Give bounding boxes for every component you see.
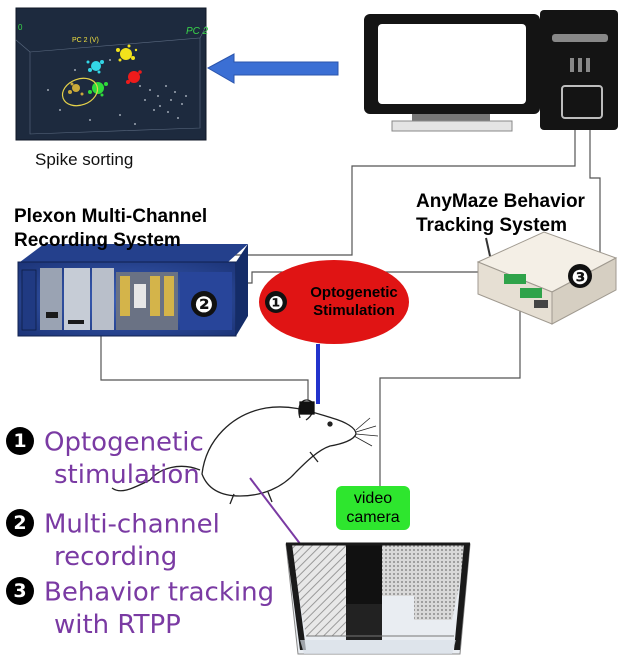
svg-text:0: 0 xyxy=(18,23,23,32)
rtpp-maze xyxy=(285,542,471,655)
optogenetic-label-line-1: Optogenetic xyxy=(310,284,398,301)
legend-number-badge: 3 xyxy=(6,576,34,605)
legend-text-line-2: recording xyxy=(54,541,178,572)
legend-text-line-2: with RTPP xyxy=(54,609,181,640)
legend-text-line-1: Behavior tracking xyxy=(44,577,275,608)
spike-cluster-noise xyxy=(47,59,187,125)
anymaze-title: AnyMaze Behavior Tracking System xyxy=(416,190,585,238)
optogenetic-stimulator xyxy=(259,260,409,404)
optogenetic-label-line-2: Stimulation xyxy=(313,302,395,319)
plexon-title-line-2: Recording System xyxy=(14,230,181,251)
badge-1-optogenetic: ❶ xyxy=(268,293,283,314)
spike-cluster-cyan xyxy=(86,60,104,74)
plexon-rack: ❷ xyxy=(17,244,248,337)
spike-sorting-plot: 0 PC 2 (V) PC 2 xyxy=(15,7,209,141)
legend-item-tracking: 3 Behavior tracking with RTPP xyxy=(6,576,274,641)
legend-item-recording: 2 Multi-channel recording xyxy=(6,508,220,573)
pc-axis-label-b: PC 2 xyxy=(186,26,209,37)
legend-text-line-1: Optogenetic xyxy=(44,427,204,458)
badge-3-anymaze: ❸ xyxy=(572,265,589,289)
plexon-title-line-1: Plexon Multi-Channel xyxy=(14,206,208,227)
video-camera-line-2: camera xyxy=(346,509,400,526)
anymaze-box: ❸ xyxy=(476,231,618,325)
spike-sorting-caption: Spike sorting xyxy=(35,150,134,169)
optogenetic-stimulation-label: Optogenetic Stimulation xyxy=(280,284,428,320)
plexon-title: Plexon Multi-Channel Recording System xyxy=(14,205,207,253)
optogenetic-badge: ❶ xyxy=(265,291,287,314)
anymaze-title-line-2: Tracking System xyxy=(416,215,568,236)
spike-cluster-olive xyxy=(68,82,84,96)
mouse-icon xyxy=(111,399,379,505)
legend-number-badge: 2 xyxy=(6,508,34,537)
badge-2-plexon: ❷ xyxy=(195,293,214,318)
arrow-left-icon xyxy=(206,53,339,84)
legend-text-line-2: stimulation xyxy=(54,459,200,490)
anymaze-title-line-1: AnyMaze Behavior xyxy=(416,191,585,212)
pc-axis-label-a: PC 2 (V) xyxy=(72,37,99,44)
legend-item-optogenetic: 1 Optogenetic stimulation xyxy=(6,426,204,491)
computer-icon xyxy=(364,10,618,132)
spike-cluster-red xyxy=(126,70,142,84)
video-camera-box: video camera xyxy=(336,486,410,530)
video-camera-line-1: video xyxy=(353,490,393,507)
spike-cluster-yellow xyxy=(116,44,138,62)
legend-text-line-1: Multi-channel xyxy=(44,509,220,540)
legend-number-badge: 1 xyxy=(6,426,34,455)
